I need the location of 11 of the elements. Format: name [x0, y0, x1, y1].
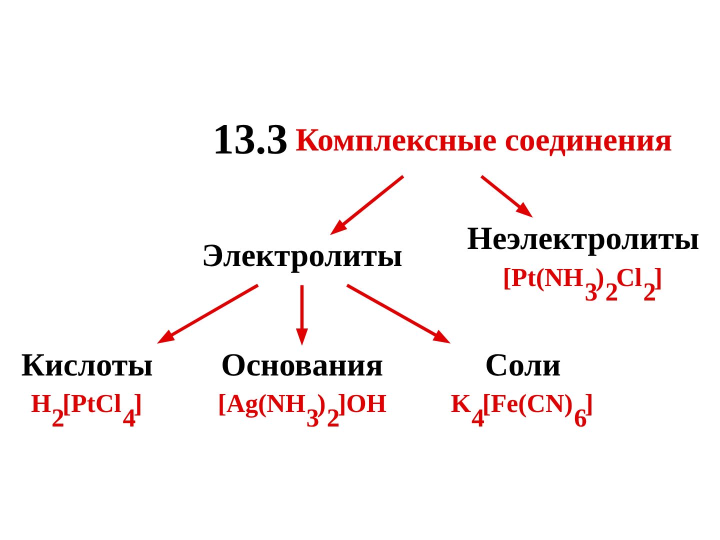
- node-text: Основания: [221, 347, 384, 384]
- arrow: [296, 285, 308, 346]
- arrow: [330, 174, 404, 236]
- node-text: Электролиты: [202, 238, 402, 274]
- arrow: [346, 284, 451, 344]
- arrow: [480, 174, 533, 218]
- arrow: [156, 284, 259, 344]
- node-text: Неэлектролиты: [467, 220, 700, 257]
- node-text: Соли: [484, 347, 561, 384]
- node-text: Кислоты: [21, 347, 153, 384]
- node-text: 13.3 Комплексные соединения: [212, 116, 672, 164]
